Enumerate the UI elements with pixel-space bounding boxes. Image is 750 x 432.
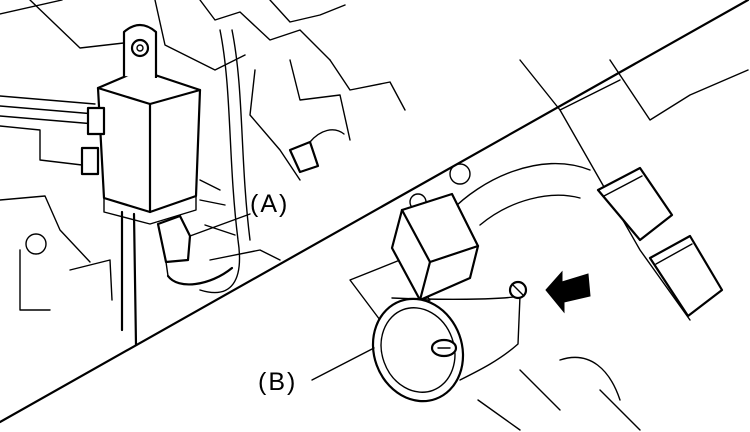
mount-bolt [130, 38, 150, 58]
bracket-edge [0, 195, 91, 263]
dash-switch [596, 166, 674, 242]
panel-edge [209, 249, 281, 261]
wire-detail [199, 179, 236, 236]
bg-edge [154, 0, 246, 71]
switch-detail [603, 175, 693, 265]
leader-line-b [311, 347, 375, 381]
callout-label-b: (B) [258, 368, 298, 396]
harness-wire [0, 115, 96, 125]
wire-detail [309, 129, 345, 143]
bg-edge [289, 59, 351, 141]
connector-small [288, 140, 320, 174]
connector-a [156, 214, 192, 264]
bg-edge [249, 69, 301, 181]
relay-base [103, 195, 197, 225]
ignition-switch-housing [390, 192, 480, 302]
key-cylinder-inner-ring [380, 307, 456, 393]
dash-edge [477, 369, 641, 431]
screw-slot [511, 283, 525, 297]
harness-wire [0, 105, 96, 115]
column-base [349, 259, 431, 321]
housing-edge [418, 260, 432, 302]
panel-edge [19, 249, 51, 311]
connector-a-stub [165, 261, 169, 277]
harness-wire [132, 212, 138, 347]
bg-edge [269, 0, 346, 23]
panel-edge [69, 259, 113, 301]
dash-edge [519, 59, 621, 111]
relay-clip [80, 146, 100, 176]
lower-view [311, 59, 749, 431]
bracket-edge [0, 125, 83, 166]
harness-wire [0, 95, 96, 105]
arrow-icon [545, 270, 591, 314]
leader-line-a [189, 213, 251, 237]
harness-wire [231, 29, 251, 241]
screw [449, 163, 471, 185]
bg-edge [329, 59, 406, 111]
harness-wire [199, 29, 241, 294]
callout-label-a: (A) [250, 190, 290, 218]
column-shroud-edge [479, 194, 581, 226]
bg-edge [199, 0, 331, 61]
dash-edge [559, 356, 621, 401]
dash-edge [609, 59, 749, 121]
connector-a-wire [166, 266, 234, 286]
upper-view [0, 0, 406, 347]
relay-clip [86, 106, 106, 136]
dash-switch [648, 234, 724, 318]
mount-bolt-center [136, 44, 144, 52]
bg-edge [0, 0, 63, 15]
panel-mark [25, 233, 47, 255]
key-cylinder-ring [371, 297, 465, 403]
column-shroud-edge [449, 162, 591, 213]
